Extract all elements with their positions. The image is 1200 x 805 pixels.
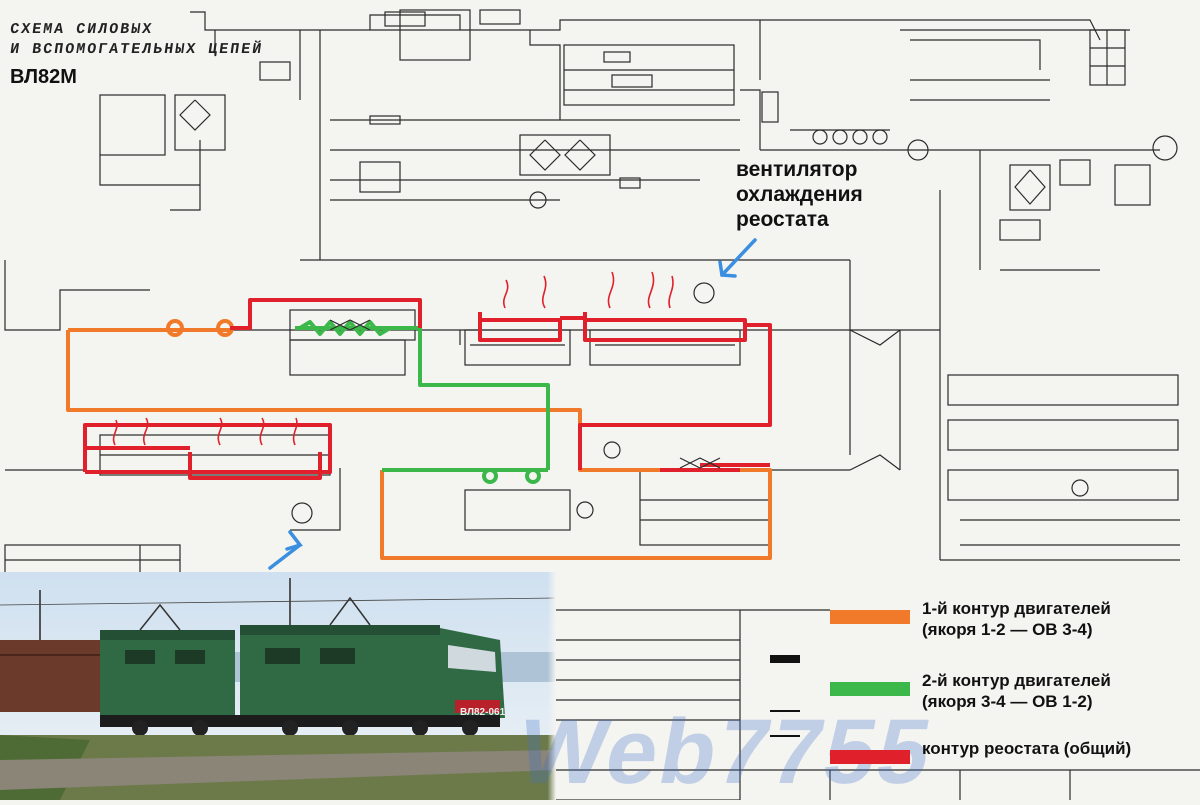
legend-label-line-1: контур реостата (общий)	[922, 739, 1132, 758]
rheostat-circuit-path	[83, 298, 772, 480]
annotation-line-3: реостата	[736, 208, 829, 231]
legend-swatch	[830, 610, 910, 624]
legend-symbols	[770, 655, 800, 737]
legend-label-line-1: 2-й контур двигателей	[922, 671, 1111, 690]
legend-item-circuit-1: 1-й контур двигателей (якоря 1-2 — ОВ 3-…	[830, 598, 1190, 648]
locomotive-photo	[0, 572, 557, 800]
arrow-icon	[268, 543, 302, 570]
legend-item-circuit-2: 2-й контур двигателей (якоря 3-4 — ОВ 1-…	[830, 670, 1190, 720]
legend-item-rheostat: контур реостата (общий)	[830, 738, 1190, 788]
legend-swatch	[830, 682, 910, 696]
legend-swatch	[830, 750, 910, 764]
locomotive-code: ВЛ82М	[10, 66, 77, 88]
annotation-line-1: вентилятор	[736, 158, 858, 181]
annotation-line-2: охлаждения	[736, 183, 863, 206]
legend-label-line-1: 1-й контур двигателей	[922, 599, 1111, 618]
legend-label-line-2: (якоря 1-2 — ОВ 3-4)	[922, 620, 1093, 639]
locomotive-plate: ВЛ82-061	[460, 707, 506, 718]
arrow-icon	[720, 238, 757, 277]
title-line-1: СХЕМА СИЛОВЫХ	[8, 21, 155, 38]
title-line-2: И ВСПОМОГАТЕЛЬНЫХ ЦЕПЕЙ	[8, 41, 265, 58]
crossover-marks	[329, 319, 721, 469]
fan-annotation: вентилятор охлаждения реостата	[736, 157, 863, 232]
auxiliary-circuits	[99, 9, 1178, 560]
diagram-title: СХЕМА СИЛОВЫХ И ВСПОМОГАТЕЛЬНЫХ ЦЕПЕЙ	[8, 20, 265, 60]
legend-label-line-2: (якоря 3-4 — ОВ 1-2)	[922, 692, 1093, 711]
heat-marks	[112, 271, 674, 446]
